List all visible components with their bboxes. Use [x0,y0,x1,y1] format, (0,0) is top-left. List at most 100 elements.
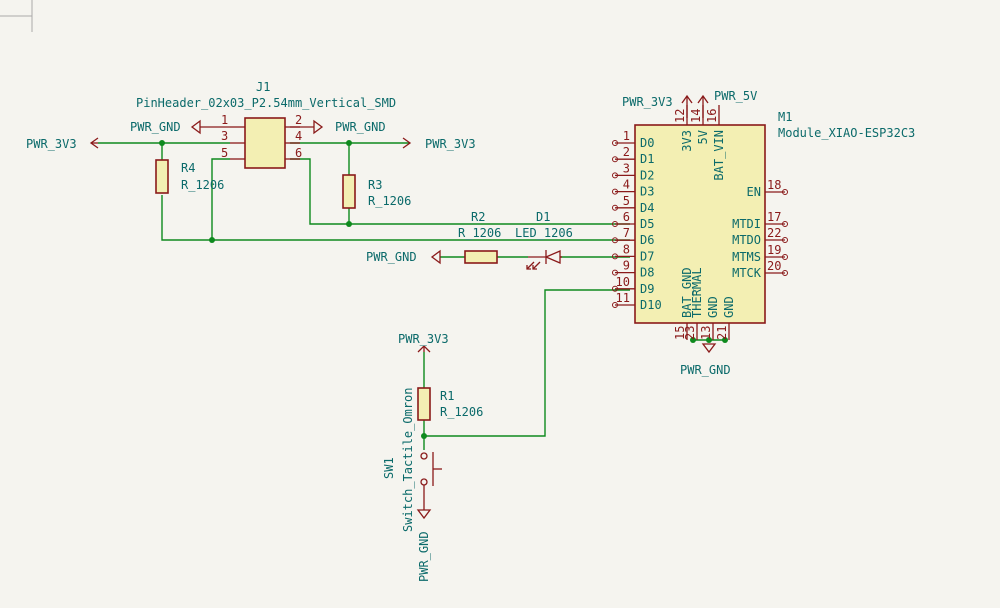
power-label: PWR_5V [714,89,757,103]
power-label: PWR_GND [335,120,386,134]
pin-name: EN [747,185,761,199]
wire-j1-pin5 [211,158,230,240]
pin-connection-point [612,269,618,276]
pin-name: 5V [696,130,710,144]
resistor-r4[interactable]: R4 R_1206 [155,159,224,194]
led-d1[interactable]: D1 LED_1206 [515,210,573,270]
switch-sw1[interactable]: SW1 Switch_Tactile_Omron [382,388,442,533]
power-gnd-led[interactable]: PWR_GND [366,249,441,265]
junction-dot [209,237,215,243]
power-gnd-sw[interactable]: PWR_GND [416,490,432,582]
component-value: Switch_Tactile_Omron [401,388,415,533]
pin-connection-point [782,270,788,276]
component-ref: D1 [536,210,550,224]
pin-number: 10 [616,275,630,289]
wire-d9-switch [424,289,630,437]
pin-name: D4 [640,201,654,215]
pin-connection-point [612,204,618,211]
power-gnd-m1[interactable]: PWR_GND [680,343,731,377]
pin-name: MTCK [732,266,762,280]
power-3v3-sw[interactable]: PWR_3V3 [398,332,449,353]
pin-number: 3 [623,161,630,175]
component-ref: M1 [778,110,792,124]
pin-number: 13 [699,326,713,340]
junction-dot [346,221,352,227]
power-label: PWR_GND [130,120,181,134]
component-ref: R4 [181,161,195,175]
pin-name: D1 [640,152,654,166]
component-value: R_1206 [440,405,483,419]
pin-name: MTMS [732,250,761,264]
pin-number: 20 [767,259,781,273]
pin-number: 2 [295,113,302,127]
pin-connection-point [782,189,788,195]
pin-name: BAT_GND [680,267,694,318]
power-label: PWR_3V3 [398,332,449,346]
power-3v3-left[interactable]: PWR_3V3 [26,137,99,151]
pin-connection-point [612,172,618,179]
pin-number: 21 [715,326,729,340]
resistor-r3[interactable]: R3 R_1206 [342,174,411,209]
pin-name: D5 [640,217,654,231]
pin-name: D2 [640,168,654,182]
pin-connection-point [612,253,618,260]
power-gnd-j1-right[interactable]: PWR_GND [290,119,386,135]
pin-number: 16 [705,109,719,123]
pin-connection-point [612,221,618,227]
pin-number: 19 [767,243,781,257]
connector-j1[interactable]: 1 2 3 4 5 6 J1 PinHeader_02x03_P2.54mm_V… [136,80,396,169]
pin-name: MTDI [732,217,761,231]
wire-j1-pin6 [290,158,630,225]
pin-connection-point [782,254,788,260]
pin-number: 8 [623,242,630,256]
pin-number: 14 [689,109,703,123]
pin-name: D7 [640,249,654,263]
component-ref: R1 [440,389,454,403]
component-ref: R3 [368,178,382,192]
junction-dot [706,337,712,343]
power-gnd-j1-left[interactable]: PWR_GND [130,119,230,135]
pin-name: GND [722,296,736,318]
pin-name: GND [706,296,720,318]
component-value: LED_1206 [515,226,573,240]
resistor-r2[interactable]: R2 R_1206 [458,210,501,264]
component-value: R_1206 [458,226,501,240]
pin-number: 18 [767,178,781,192]
power-label: PWR_GND [680,363,731,377]
power-label: PWR_GND [366,250,417,264]
pin-number: 5 [221,146,228,160]
pin-connection-point [612,188,618,195]
pin-number: 9 [623,259,630,273]
pin-number: 4 [295,129,302,143]
pin-connection-point [782,221,788,227]
power-label: PWR_3V3 [425,137,476,151]
pin-number: 22 [767,226,781,240]
pin-number: 15 [673,326,687,340]
pin-name: BAT_VIN [712,130,726,181]
component-value: Module_XIAO-ESP32C3 [778,126,915,140]
pin-name: D9 [640,282,654,296]
component-value: R_1206 [181,178,224,192]
junctions [159,140,728,439]
component-value: PinHeader_02x03_P2.54mm_Vertical_SMD [136,96,396,110]
pin-name: 3V3 [680,130,694,152]
pin-number: 4 [623,178,630,192]
pin-name: D6 [640,233,654,247]
resistor-r1[interactable]: R1 R_1206 [417,387,483,421]
junction-dot [421,433,427,439]
power-label: PWR_GND [417,531,431,582]
origin-marker [0,0,33,32]
power-3v3-right[interactable]: PWR_3V3 [402,137,476,151]
power-label: PWR_3V3 [26,137,77,151]
pin-number: 17 [767,210,781,224]
pin-number: 11 [616,291,630,305]
junction-dot [722,337,728,343]
pin-connection-point [612,285,618,292]
pin-number: 23 [683,326,697,340]
